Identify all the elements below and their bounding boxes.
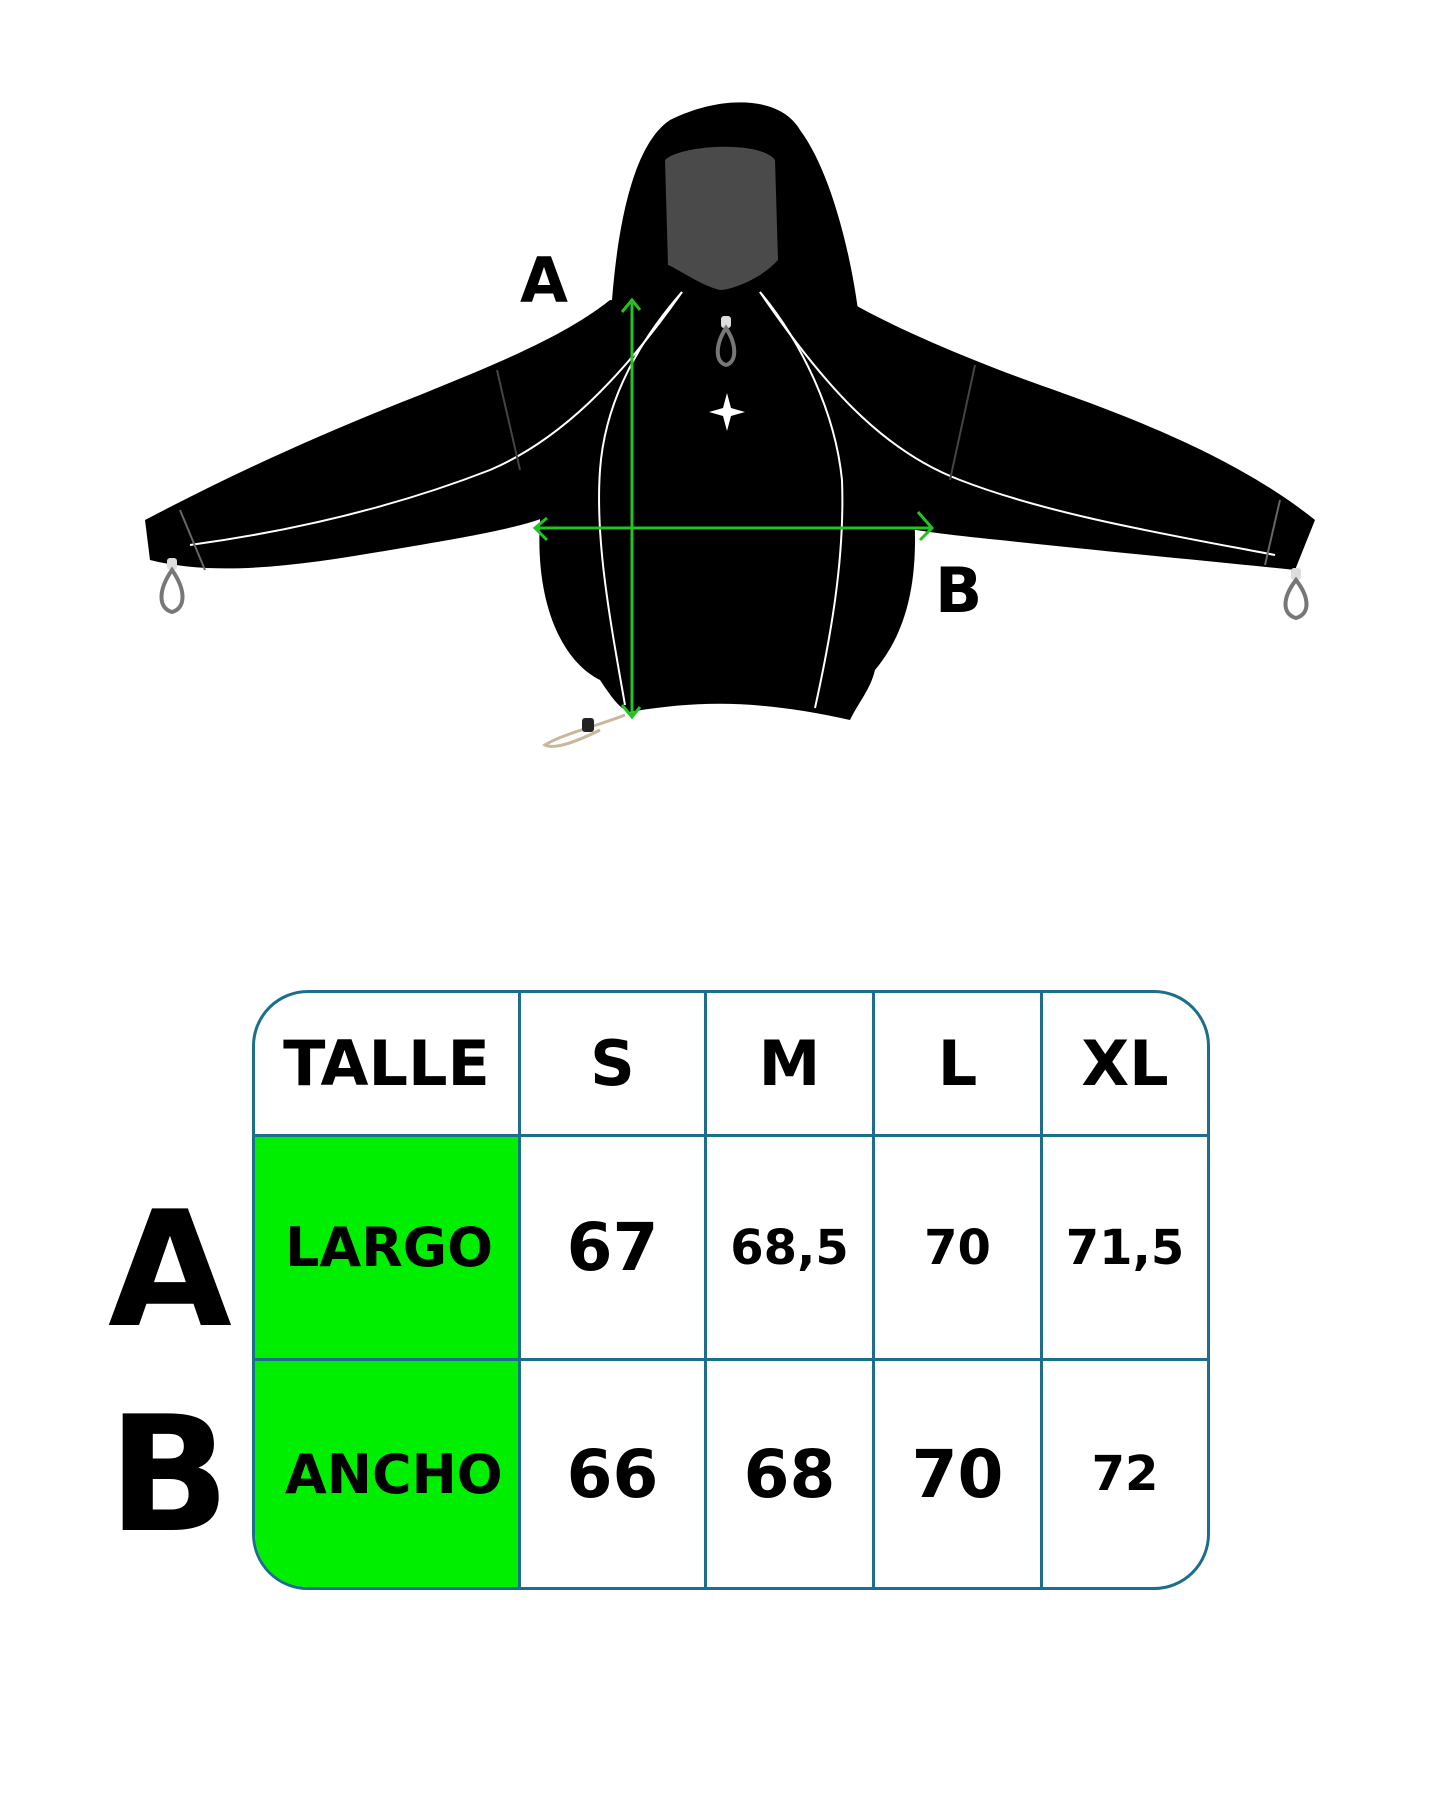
diagram-label-a: A <box>520 244 568 317</box>
hoodie-body <box>539 296 915 720</box>
largo-xl: 71,5 <box>1043 1137 1207 1361</box>
header-m: M <box>707 993 875 1137</box>
header-xl: XL <box>1043 993 1207 1137</box>
left-cuff-drawcord <box>159 558 185 615</box>
largo-l: 70 <box>875 1137 1043 1361</box>
right-cuff-line <box>1264 499 1281 566</box>
ancho-m: 68 <box>707 1361 875 1587</box>
size-table: TALLE S M L XL LARGO 67 68,5 70 71,5 ANC… <box>252 990 1210 1590</box>
right-seam <box>759 291 844 709</box>
right-cuff-drawcord <box>1283 568 1309 621</box>
left-cuff-line <box>179 509 206 571</box>
left-sleeve-seam <box>189 291 683 546</box>
ancho-xl: 72 <box>1091 1446 1159 1502</box>
left-elbow-line <box>496 369 521 471</box>
header-s: S <box>521 993 707 1137</box>
ancho-s: 66 <box>521 1361 707 1587</box>
hood-drawcord <box>715 316 737 368</box>
measure-line-a-cap-top <box>620 297 642 313</box>
star-logo <box>709 393 745 431</box>
hoodie-diagram: A B <box>145 102 1315 748</box>
right-sleeve-seam <box>759 291 1276 556</box>
diagram-label-b: B <box>935 554 982 627</box>
header-talle: TALLE <box>255 993 521 1137</box>
measure-line-a-cap-bottom <box>620 704 642 720</box>
ancho-l: 70 <box>875 1361 1043 1587</box>
row-letter-b: B <box>108 1381 230 1568</box>
row-letter-a: A <box>108 1176 232 1363</box>
right-elbow-line <box>949 364 976 481</box>
measure-lines <box>532 297 935 720</box>
largo-m: 68,5 <box>707 1137 875 1361</box>
hood-opening <box>665 146 778 290</box>
largo-s: 67 <box>521 1137 707 1361</box>
left-sleeve <box>145 300 610 569</box>
row-label-ancho: ANCHO <box>255 1361 521 1587</box>
right-sleeve <box>855 305 1315 570</box>
header-l: L <box>875 993 1043 1137</box>
hem-drawcord <box>542 713 626 748</box>
measure-line-b-cap-right <box>916 511 935 542</box>
hoodie-illustration <box>145 102 1315 748</box>
row-label-largo: LARGO <box>255 1137 521 1361</box>
measure-line-b-cap-left <box>532 516 549 542</box>
